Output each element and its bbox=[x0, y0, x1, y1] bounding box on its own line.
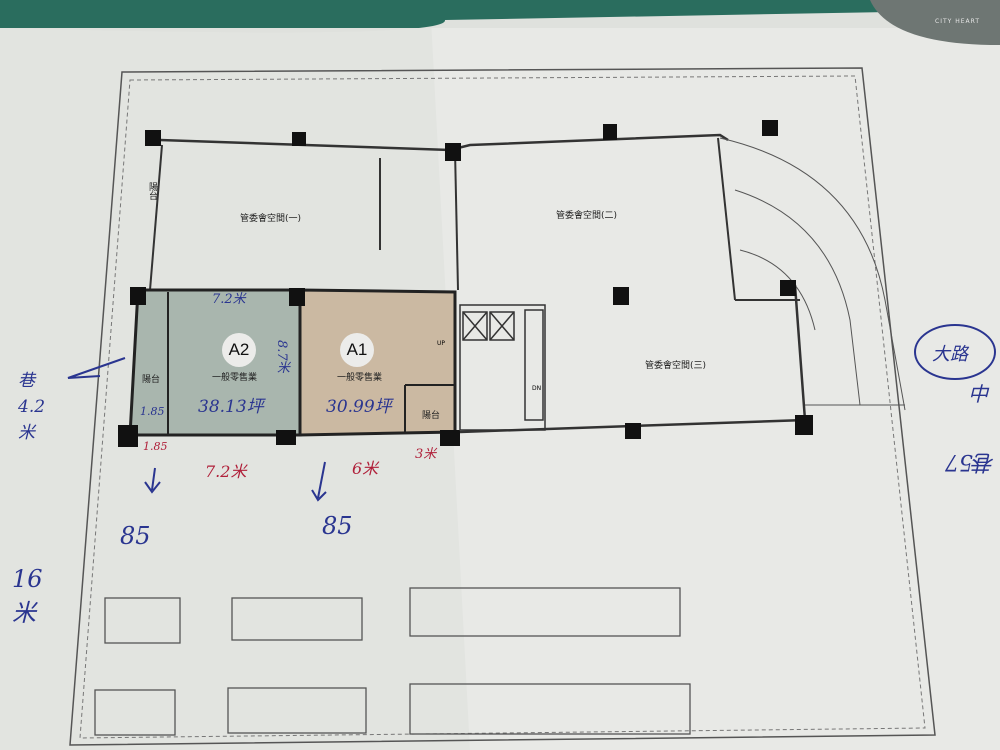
note-front-6: 6米 bbox=[352, 459, 379, 478]
note-front-3: 3米 bbox=[415, 447, 437, 462]
note-right-circle: 大路 bbox=[932, 344, 968, 365]
balcony-label-left: 陽台 bbox=[147, 182, 157, 200]
note-front-185: 1.85 bbox=[143, 440, 168, 453]
unit-a2-badge[interactable]: A2 bbox=[222, 333, 256, 367]
note-a1-area-value: 30.99坪 bbox=[326, 392, 392, 417]
note-bottom-85b: 85 bbox=[322, 512, 353, 540]
note-left-16: 16米 bbox=[12, 565, 43, 627]
stairs-up-label: UP bbox=[437, 340, 446, 347]
unit-a2-use: 一般零售業 bbox=[212, 373, 258, 383]
room-label-committee-1: 管委會空間(一) bbox=[240, 214, 302, 224]
unit-a1-badge[interactable]: A1 bbox=[340, 333, 374, 367]
note-bottom-85a: 85 bbox=[120, 522, 151, 550]
note-right-low: 巷57 bbox=[945, 449, 995, 474]
note-right-mid: 中 bbox=[968, 382, 988, 406]
balcony-label-a1: 陽台 bbox=[422, 411, 441, 421]
brand-logo: CITY HEART bbox=[935, 18, 981, 25]
note-front-72: 7.2米 bbox=[205, 462, 247, 481]
stairs-dn-label: DN bbox=[532, 385, 542, 392]
note-balcony-width: 1.85 bbox=[140, 405, 165, 418]
note-a2-width-top: 7.2米 bbox=[212, 292, 246, 307]
note-a2-area-value: 38.13坪 bbox=[198, 392, 264, 417]
note-left-side: 巷 4.2米 bbox=[18, 371, 46, 443]
room-label-committee-3: 管委會空間(三) bbox=[645, 361, 707, 371]
unit-a1-use: 一般零售業 bbox=[337, 373, 383, 383]
room-label-committee-2: 管委會空間(二) bbox=[556, 211, 618, 221]
note-a2-depth: 8.7米 bbox=[274, 340, 289, 374]
balcony-label-a2: 陽台 bbox=[142, 375, 161, 385]
